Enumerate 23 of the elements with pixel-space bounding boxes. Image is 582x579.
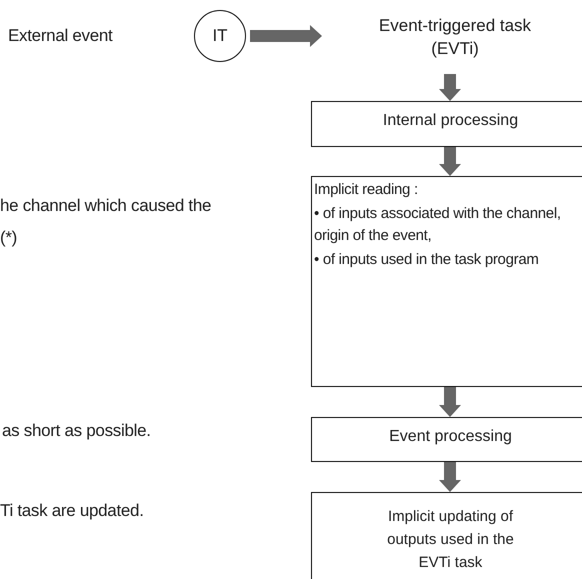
description-text: External event [8,26,112,46]
description-text: (*) [0,228,18,248]
block-arrow [439,74,461,101]
process-box [311,176,582,387]
block-arrow [439,147,461,176]
node-text: IT [212,26,228,46]
node-text: Implicit updating of outputs used in the EVTi task [386,507,515,573]
block-arrow [439,462,461,492]
process-box [311,492,582,579]
process-box [311,417,582,462]
description-text: he channel which caused the [0,196,212,216]
node-text: Event processing [388,428,513,446]
description-text: Ti task are updated. [0,501,144,521]
interrupt-circle [194,10,246,62]
node-text: Internal processing [382,112,520,130]
block-arrow [250,25,322,47]
description-text: as short as possible. [2,421,151,441]
process-box [311,101,582,147]
node-text: Event-triggered task (EVTi) [378,15,532,60]
bullet-item: • of inputs associated with the channel, origin of the event, [314,204,562,246]
block-arrow [439,387,461,417]
box-heading: Implicit reading : [314,180,419,200]
bullet-item: • of inputs used in the task program [314,250,540,270]
